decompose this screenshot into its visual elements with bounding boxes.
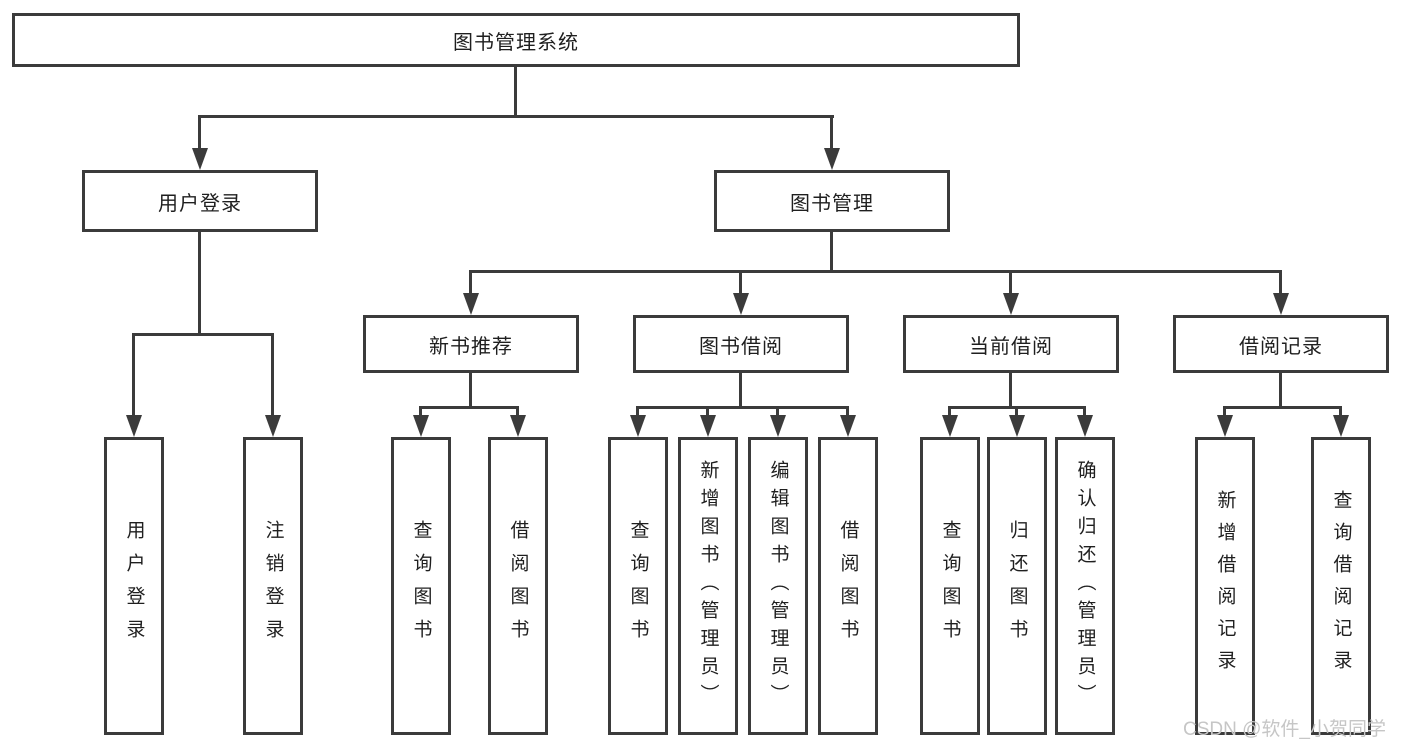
arrowhead-user-login — [192, 148, 208, 170]
connector-drop-query-current — [948, 406, 951, 417]
leaf-edit-book-admin: 编辑图书（管理员） — [748, 437, 808, 735]
connector-drop-query-recommend — [419, 406, 422, 417]
leaf-return-book-label: 归还图书 — [1006, 520, 1028, 652]
leaf-confirm-return-admin: 确认归还（管理员） — [1055, 437, 1115, 735]
node-borrow-record: 借阅记录 — [1173, 315, 1389, 373]
node-book-management: 图书管理 — [714, 170, 950, 232]
node-library-system: 图书管理系统 — [12, 13, 1020, 67]
connector-drop-borrow-record — [1279, 270, 1282, 295]
connector-book-management-stem — [830, 232, 833, 273]
connector-drop-leaf-logout — [271, 333, 274, 417]
connector-user-login-bar — [132, 333, 274, 336]
leaf-query-borrow-record: 查询借阅记录 — [1311, 437, 1371, 735]
connector-new-book-stem — [469, 373, 472, 409]
arrowhead-borrow-record — [1273, 293, 1289, 315]
arrowhead-leaf-user-login — [126, 415, 142, 437]
node-book-management-label: 图书管理 — [790, 192, 874, 215]
node-new-book-recommend-label: 新书推荐 — [429, 335, 513, 358]
csdn-watermark: CSDN @软件_小贺同学 — [1183, 719, 1386, 740]
leaf-logout-label: 注销登录 — [262, 520, 284, 652]
connector-drop-return-book — [1015, 406, 1018, 417]
connector-book-borrow-stem — [739, 373, 742, 409]
connector-root-bar — [198, 115, 834, 118]
node-current-borrow: 当前借阅 — [903, 315, 1119, 373]
connector-drop-add-record — [1223, 406, 1226, 417]
connector-drop-query-borrow — [636, 406, 639, 417]
leaf-return-book: 归还图书 — [987, 437, 1047, 735]
connector-book-management-bar — [469, 270, 1282, 273]
arrowhead-query-recommend — [413, 415, 429, 437]
leaf-user-login: 用户登录 — [104, 437, 164, 735]
node-book-borrow-label: 图书借阅 — [699, 335, 783, 358]
leaf-query-book-recommend-label: 查询图书 — [410, 520, 432, 652]
leaf-query-borrow-record-label: 查询借阅记录 — [1330, 490, 1352, 682]
leaf-user-login-label: 用户登录 — [123, 520, 145, 652]
leaf-confirm-return-admin-label: 确认归还（管理员） — [1074, 460, 1096, 712]
arrowhead-borrow-recommend — [510, 415, 526, 437]
connector-borrow-record-bar — [1223, 406, 1342, 409]
arrowhead-edit-book — [770, 415, 786, 437]
arrowhead-query-borrow — [630, 415, 646, 437]
connector-drop-edit-book — [776, 406, 779, 417]
arrowhead-add-book — [700, 415, 716, 437]
node-new-book-recommend: 新书推荐 — [363, 315, 579, 373]
connector-user-login-stem — [198, 232, 201, 336]
leaf-query-book-current: 查询图书 — [920, 437, 980, 735]
connector-drop-current-borrow — [1009, 270, 1012, 295]
leaf-borrow-book: 借阅图书 — [818, 437, 878, 735]
arrowhead-new-book — [463, 293, 479, 315]
connector-book-borrow-bar — [636, 406, 849, 409]
arrowhead-return-book — [1009, 415, 1025, 437]
connector-new-book-bar — [419, 406, 519, 409]
arrowhead-current-borrow — [1003, 293, 1019, 315]
leaf-add-borrow-record: 新增借阅记录 — [1195, 437, 1255, 735]
connector-drop-confirm-return — [1083, 406, 1086, 417]
connector-root-stem — [514, 67, 517, 117]
arrowhead-confirm-return — [1077, 415, 1093, 437]
arrowhead-book-borrow — [733, 293, 749, 315]
leaf-edit-book-admin-label: 编辑图书（管理员） — [767, 460, 789, 712]
connector-drop-query-record — [1339, 406, 1342, 417]
arrowhead-borrow-book — [840, 415, 856, 437]
arrowhead-query-record — [1333, 415, 1349, 437]
node-library-system-label: 图书管理系统 — [453, 31, 579, 54]
arrowhead-book-management — [824, 148, 840, 170]
leaf-add-borrow-record-label: 新增借阅记录 — [1214, 490, 1236, 682]
connector-drop-leaf-user-login — [132, 333, 135, 417]
node-borrow-record-label: 借阅记录 — [1239, 335, 1323, 358]
leaf-logout: 注销登录 — [243, 437, 303, 735]
leaf-query-book-borrow-label: 查询图书 — [627, 520, 649, 652]
connector-drop-add-book — [706, 406, 709, 417]
node-user-login: 用户登录 — [82, 170, 318, 232]
node-current-borrow-label: 当前借阅 — [969, 335, 1053, 358]
leaf-add-book-admin-label: 新增图书（管理员） — [697, 460, 719, 712]
connector-current-borrow-stem — [1009, 373, 1012, 409]
leaf-query-book-recommend: 查询图书 — [391, 437, 451, 735]
leaf-borrow-book-label: 借阅图书 — [837, 520, 859, 652]
connector-drop-new-book — [469, 270, 472, 295]
node-book-borrow: 图书借阅 — [633, 315, 849, 373]
arrowhead-leaf-logout — [265, 415, 281, 437]
connector-drop-user-login — [198, 115, 201, 150]
connector-drop-borrow-book — [846, 406, 849, 417]
connector-drop-book-borrow — [739, 270, 742, 295]
connector-borrow-record-stem — [1279, 373, 1282, 409]
leaf-add-book-admin: 新增图书（管理员） — [678, 437, 738, 735]
leaf-query-book-current-label: 查询图书 — [939, 520, 961, 652]
leaf-borrow-book-recommend-label: 借阅图书 — [507, 520, 529, 652]
connector-drop-book-management — [830, 115, 833, 150]
connector-drop-borrow-recommend — [516, 406, 519, 417]
leaf-borrow-book-recommend: 借阅图书 — [488, 437, 548, 735]
arrowhead-add-record — [1217, 415, 1233, 437]
leaf-query-book-borrow: 查询图书 — [608, 437, 668, 735]
arrowhead-query-current — [942, 415, 958, 437]
node-user-login-label: 用户登录 — [158, 192, 242, 215]
